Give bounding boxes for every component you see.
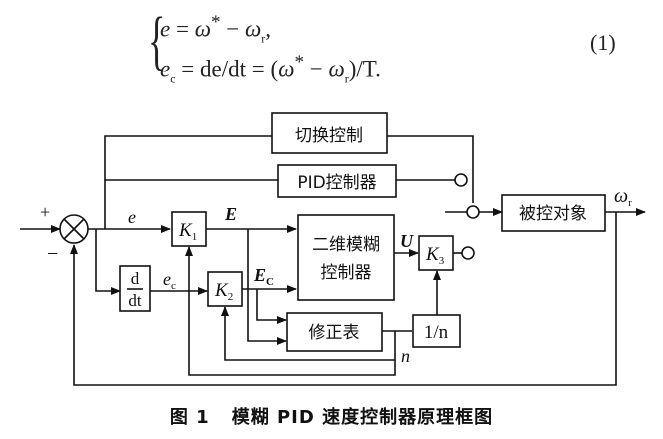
plant-label: 被控对象	[519, 204, 587, 224]
equation-line-2: ec = de/dt = (ω* − ωr)/T.	[160, 52, 381, 86]
equation-number: (1)	[590, 30, 616, 55]
Ec-label: EC	[253, 265, 274, 288]
ec-label: ec	[163, 269, 176, 292]
eq2-derivative: de/dt	[200, 56, 247, 82]
correction-table-block	[286, 312, 383, 352]
eq2-lhs: e	[160, 56, 171, 82]
plant-block	[501, 194, 606, 232]
U-label: U	[400, 231, 414, 251]
switch-common-terminal	[466, 205, 480, 219]
plus-sign: +	[40, 202, 50, 222]
eq1-omega-star: ω	[194, 16, 211, 42]
figure-title: 模糊 PID 速度控制器原理框图	[231, 407, 494, 428]
eq1-star: *	[210, 12, 221, 33]
inverse-n-label: 1/n	[424, 322, 449, 343]
E-to-table-line	[247, 229, 287, 345]
k3-label: K3	[425, 244, 445, 267]
eq2-omega-star: ω	[278, 56, 295, 82]
eq1-sub-r: r	[261, 31, 266, 46]
k1-label: K1	[178, 220, 197, 243]
equation-line-1: e = ω* − ωr,	[160, 12, 272, 46]
eq1-minus: −	[226, 16, 240, 42]
derivative-block	[119, 265, 151, 312]
derivative-denominator: dt	[128, 291, 142, 310]
pid-switch-terminal	[454, 173, 468, 187]
omega-r-label: ωr	[614, 185, 632, 209]
n-to-k1-line	[185, 246, 396, 376]
e-label: e	[128, 207, 136, 227]
fuzzy-label-line-2: 控制器	[321, 263, 372, 283]
fuzzy-controller-block	[297, 214, 395, 301]
Ec-to-table-line	[256, 289, 287, 324]
eq2-lhs-sub: c	[170, 71, 176, 86]
eq2-period: .	[375, 56, 381, 82]
n-label: n	[401, 346, 410, 366]
fuzzy-label-line-1: 二维模糊	[312, 235, 380, 255]
equation-brace: {	[148, 4, 166, 77]
n-to-k2-line	[221, 306, 396, 361]
derivative-numerator: d	[131, 269, 140, 288]
eq2-minus: −	[309, 56, 323, 82]
k2-label: K2	[214, 280, 233, 303]
switch-output-line	[387, 135, 474, 203]
eq2-sub-r: r	[344, 71, 349, 86]
eq2-paren-open: (	[270, 56, 279, 82]
switch-control-block	[271, 112, 388, 154]
switch-feed-line	[104, 135, 272, 229]
fuzzy-switch-terminal	[461, 246, 475, 260]
feedback-line	[70, 212, 617, 386]
summing-junction	[59, 214, 89, 244]
figure-caption: 图 1 模糊 PID 速度控制器原理框图	[0, 403, 663, 429]
switch-control-label: 切换控制	[295, 126, 363, 146]
correction-table-label: 修正表	[309, 323, 360, 343]
eq2-omega-r: ω	[328, 56, 345, 82]
ddt-feed-line	[95, 229, 121, 295]
pid-controller-block	[277, 164, 397, 198]
eq2-star: *	[294, 52, 305, 73]
minus-sign: −	[47, 243, 58, 265]
figure-number: 图 1	[169, 407, 210, 428]
eq2-over-T: )/T	[348, 56, 376, 82]
E-label: E	[224, 204, 237, 224]
eq1-comma: ,	[265, 16, 272, 42]
pid-controller-label: PID控制器	[297, 173, 376, 193]
eq1-lhs: e	[160, 16, 171, 42]
eq1-omega-r: ω	[245, 16, 262, 42]
